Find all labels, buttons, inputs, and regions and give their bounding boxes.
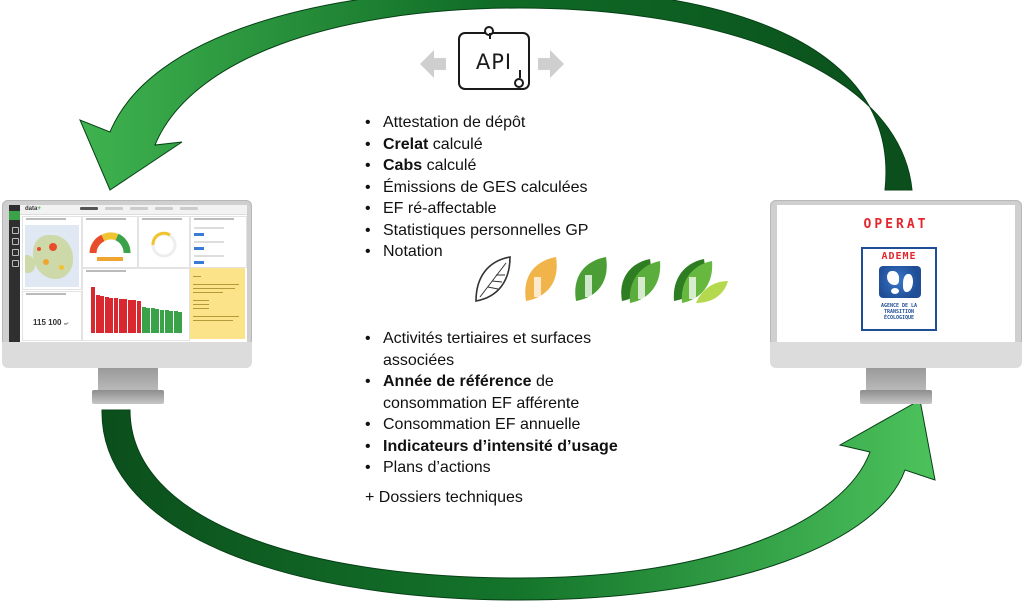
top-arrow [79,0,913,191]
bar-chart [91,283,185,333]
leaf-orange-icon [525,257,557,301]
right-monitor-stand [860,390,932,404]
list-item: Notation [365,241,655,263]
card-title [26,218,66,220]
dashboard-bar [141,307,146,333]
list-item: Cabs calculé [365,155,655,177]
card-title [194,218,234,220]
inputs-list: Activités tertiaires et surfaces associé… [365,328,655,479]
list-item: EF ré-affectable [365,198,655,220]
map[interactable] [25,225,79,287]
outputs-list: Attestation de dépôt Crelat calculé Cabs… [365,112,655,263]
list-item: Émissions de GES calculées [365,177,655,199]
api-badge: API [458,32,530,90]
dashboard-bar [160,310,164,333]
dashboard-tab[interactable] [130,207,148,210]
dashboard-bar [114,298,118,333]
globe-icon [879,266,921,298]
dashboard-sidebar [9,205,20,342]
dashboard-tab[interactable] [105,207,123,210]
dashboard-tab[interactable] [155,207,173,210]
dashboard-bar [100,296,105,333]
ademe-title: ADEME [881,251,917,262]
list-item: Plans d’actions [365,457,655,479]
api-left-arrow-icon [420,50,446,78]
left-monitor-neck [98,368,158,390]
dashboard-topbar [20,205,247,215]
map-marker[interactable] [37,247,41,251]
operat-screen: OPERAT ADEME AGENCE DE LA TRANSITION ÉCO… [777,205,1015,342]
notation-icons [475,256,728,303]
dashboard-bar [104,297,109,333]
map-card [22,216,82,290]
map-marker[interactable] [49,243,57,251]
note-card [190,268,245,339]
bar-chart-card [82,268,190,341]
dashboard-bar [173,311,178,333]
ademe-logo: ADEME AGENCE DE LA TRANSITION ÉCOLOGIQUE [861,247,937,331]
dossiers-techniques: + Dossiers techniques [365,489,523,506]
dashboard-screen: data+ [9,205,247,342]
gauge-chart [89,232,131,261]
list-item: Attestation de dépôt [365,112,655,134]
right-monitor-neck [866,368,926,390]
dashboard-logo: data+ [25,206,41,212]
map-marker[interactable] [59,265,64,270]
ademe-subtitle: AGENCE DE LA TRANSITION ÉCOLOGIQUE [880,303,918,321]
right-monitor-chin [770,342,1022,368]
dashboard-bar [150,308,155,333]
dashboard-bar [123,299,128,333]
dashboard-bar [95,295,100,333]
gauge-card [82,216,138,268]
card-title [26,293,66,295]
dashboard-bar [178,312,183,333]
dashboard-bar [155,309,160,333]
dashboard-bar [164,310,169,333]
sidebar-item-icon[interactable] [12,238,19,245]
dashboard-bar [91,287,95,333]
list-item: Consommation EF annuelle [365,414,655,436]
list-item: Activités tertiaires et surfaces associé… [365,328,655,371]
map-marker[interactable] [43,259,49,265]
sidebar-item-icon[interactable] [12,227,19,234]
bottom-arrow [101,399,936,601]
dashboard-bar [146,308,151,333]
list-card [190,216,247,268]
sidebar-item-icon[interactable] [12,249,19,256]
kpi-value: 115 100 m² [33,318,69,327]
dashboard-tab[interactable] [80,207,98,210]
leaf-green-icon [575,257,607,301]
gauge-card [138,216,190,268]
list-item: Crelat calculé [365,134,655,156]
card-title [142,218,182,220]
dashboard-bar [132,300,137,333]
leaf-outline-icon [475,256,511,302]
dashboard-tab[interactable] [180,207,198,210]
sidebar-item-icon[interactable] [12,260,19,267]
sidebar-home-icon[interactable] [9,211,20,220]
kpi-card: 115 100 m² [22,291,82,341]
api-connector-icon [514,78,524,88]
gauge-chart [151,231,177,258]
list-item: Année de référence de consommation EF af… [365,371,655,414]
api-right-arrow-icon [538,50,564,78]
api-label: API [475,50,513,74]
operat-title: OPERAT [863,217,929,232]
card-title [86,270,126,272]
card-title [86,218,126,220]
list-item: Indicateurs d’intensité d’usage [365,436,655,458]
leaf-triple-green-icon [673,259,728,303]
dashboard-bar [109,298,114,333]
left-monitor-chin [2,342,252,368]
dashboard-bar [137,301,141,333]
dashboard-bar [118,299,123,333]
left-monitor-stand [92,390,164,404]
dashboard-bar [127,300,132,333]
leaf-double-green-icon [621,259,661,303]
list-item: Statistiques personnelles GP [365,220,655,242]
dashboard-bar [169,311,174,333]
